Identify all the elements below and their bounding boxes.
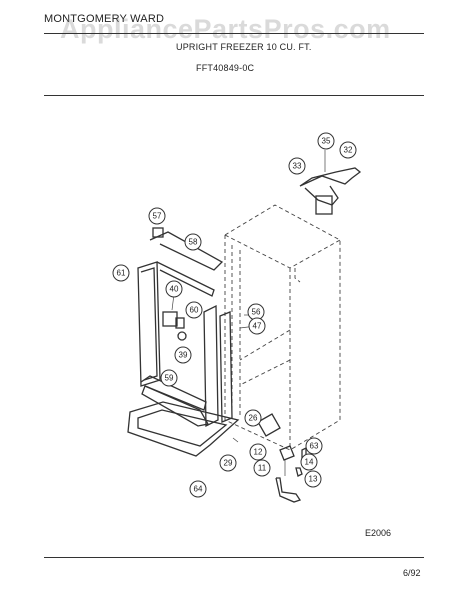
svg-text:26: 26 bbox=[249, 414, 258, 423]
svg-text:59: 59 bbox=[165, 374, 174, 383]
callout-57: 57 bbox=[148, 207, 166, 225]
callout-59: 59 bbox=[160, 369, 178, 387]
header-rule-top bbox=[44, 33, 424, 34]
svg-text:13: 13 bbox=[309, 475, 318, 484]
svg-text:56: 56 bbox=[252, 308, 261, 317]
lower-hardware-parts bbox=[232, 314, 307, 503]
kick-plate-part bbox=[127, 401, 240, 457]
latch-part bbox=[162, 293, 187, 341]
callout-47: 47 bbox=[248, 317, 266, 335]
watermark: AppliancePartsPros.com bbox=[60, 14, 391, 44]
callout-11: 11 bbox=[253, 459, 271, 477]
callout-14: 14 bbox=[300, 453, 318, 471]
svg-text:32: 32 bbox=[344, 146, 353, 155]
svg-text:39: 39 bbox=[179, 351, 188, 360]
svg-text:12: 12 bbox=[254, 448, 263, 457]
callout-61: 61 bbox=[112, 264, 130, 282]
bottom-trim-part bbox=[140, 375, 210, 427]
callout-64: 64 bbox=[189, 480, 207, 498]
svg-text:14: 14 bbox=[305, 458, 314, 467]
callout-35: 35 bbox=[317, 132, 335, 150]
svg-text:47: 47 bbox=[253, 322, 262, 331]
callout-26: 26 bbox=[244, 409, 262, 427]
callout-63: 63 bbox=[305, 437, 323, 455]
callout-33: 33 bbox=[288, 157, 306, 175]
diagram-code: E2006 bbox=[365, 528, 392, 538]
svg-text:11: 11 bbox=[258, 464, 267, 473]
footer-rule bbox=[44, 557, 424, 558]
svg-text:40: 40 bbox=[170, 285, 179, 294]
svg-text:35: 35 bbox=[322, 137, 331, 146]
svg-text:58: 58 bbox=[189, 238, 198, 247]
model-description: UPRIGHT FREEZER 10 CU. FT. bbox=[176, 42, 312, 52]
page-date: 6/92 bbox=[403, 568, 421, 578]
callout-60: 60 bbox=[185, 301, 203, 319]
svg-text:57: 57 bbox=[153, 212, 162, 221]
callout-13: 13 bbox=[304, 470, 322, 488]
svg-text:63: 63 bbox=[310, 442, 319, 451]
svg-text:29: 29 bbox=[224, 459, 233, 468]
top-trim-part bbox=[149, 227, 224, 271]
callout-29: 29 bbox=[219, 454, 237, 472]
model-number: FFT40849-0C bbox=[196, 63, 255, 73]
header-rule-bottom bbox=[44, 95, 424, 96]
svg-text:64: 64 bbox=[194, 485, 203, 494]
callout-32: 32 bbox=[339, 141, 357, 159]
callout-40: 40 bbox=[165, 280, 183, 298]
callout-12: 12 bbox=[249, 443, 267, 461]
callout-39: 39 bbox=[174, 346, 192, 364]
vertical-trim-part bbox=[203, 304, 233, 428]
svg-text:33: 33 bbox=[293, 162, 302, 171]
svg-text:61: 61 bbox=[117, 269, 126, 278]
top-hinge-part bbox=[299, 150, 362, 215]
cabinet-outline bbox=[224, 204, 341, 451]
svg-text:60: 60 bbox=[190, 306, 199, 315]
callout-58: 58 bbox=[184, 233, 202, 251]
brand-name: MONTGOMERY WARD bbox=[44, 13, 165, 25]
